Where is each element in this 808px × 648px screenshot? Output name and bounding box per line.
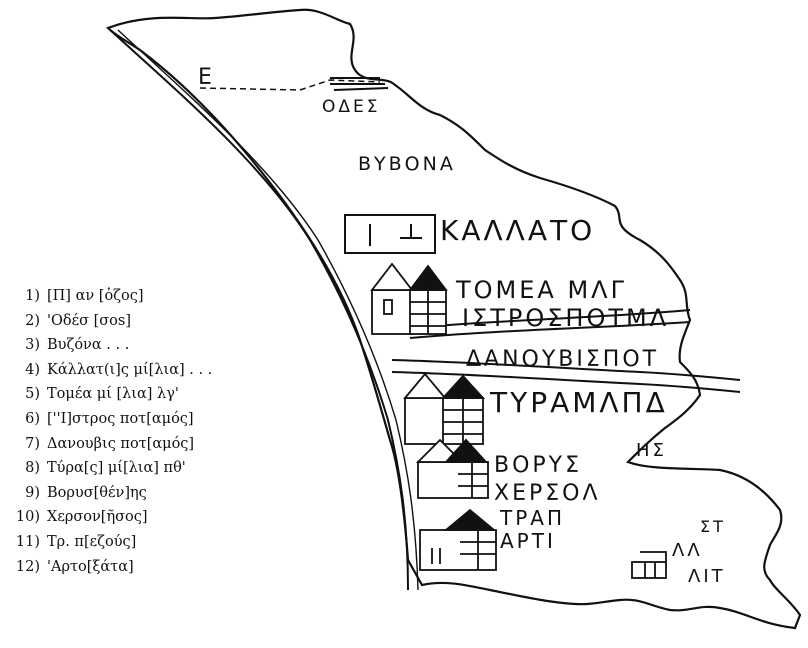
road-hatch [330, 77, 389, 91]
label-lai: ΛΛ [672, 540, 703, 561]
legend-item: 5) Τομέα μί [λια] λγ' [8, 382, 258, 407]
legend-item-number: 1) [25, 288, 40, 304]
legend-list: 1) [Π] αν [ὀζος] 2) 'Οδέσ [σοs] 3) Βυζόνα . .… [8, 284, 258, 579]
legend-item-number: 11) [15, 533, 40, 550]
tyra-building-icon [403, 372, 486, 445]
coast-border-outer [107, 27, 409, 591]
legend-item-text: Τομέα μί [λια] λγ' [47, 386, 179, 403]
legend-item: 6) [''Ι]στρος ποτ[αμός] [8, 407, 258, 432]
label-trap: ΤΡΑΠ [499, 506, 565, 530]
legend-item-number: 5) [25, 386, 40, 403]
label-tyra: ΤΥΡΑΜΛΠΔ [489, 386, 668, 419]
label-istros: ΙΣΤΡΟΣΠΟΤΜΛ [462, 304, 669, 332]
legend-item-number: 9) [25, 484, 40, 501]
label-hs: ΗΣ [636, 440, 667, 461]
legend-item-number: 10) [15, 509, 40, 526]
legend-item: 4) Κάλλατ(ι]ς μί[λια] . . . [8, 358, 258, 383]
label-odes: ΟΔΕΣ [322, 97, 381, 117]
label-cherso: ΧΕΡΣΟΛ [494, 481, 601, 506]
legend-item-text: Κάλλατ(ι]ς μί[λια] . . . [47, 361, 213, 378]
legend-item-text: Βορυσ[θέν]ης [47, 484, 147, 501]
tomea-building-icon [370, 262, 448, 335]
legend-item: 8) Τύρα[ς] μί[λια] πθ' [8, 456, 258, 481]
legend-item-number: 8) [25, 460, 40, 477]
legend-item-text: Δανουβις ποτ[αμός] [47, 435, 195, 452]
legend-item-text: Τρ. π[εζούς] [47, 533, 137, 550]
legend-item-text: Χερσον[ῆσος] [47, 509, 148, 526]
legend-item-number: 12) [15, 558, 40, 575]
legend-item: 10) Χερσον[ῆσος] [8, 505, 258, 530]
road-line [199, 79, 381, 91]
legend-item-text: Τύρα[ς] μί[λια] πθ' [47, 460, 186, 477]
legend-item: 3) Βυζόνα . . . [8, 333, 258, 358]
label-kallat: ΚΑΛΛΑΤΟ [440, 214, 595, 247]
label-danoubis: ΔΑΝΟΥΒΙΣΠΟΤ [466, 347, 659, 372]
legend-item-text: [Π] αν [ὀζος] [47, 288, 144, 304]
artoxata-building-icon [419, 508, 497, 571]
legend-item-text: Βυζόνα . . . [47, 337, 130, 354]
road-symbol: Ε [198, 65, 215, 90]
legend-item-text: 'Αρτο[ξάτα] [47, 558, 134, 575]
legend-item-text: 'Οδέσ [σοs] [47, 312, 132, 329]
legend-item: 9) Βορυσ[θέν]ης [8, 481, 258, 506]
kallatis-station-icon [344, 214, 436, 254]
label-borys: ΒΟΡΥΣ [494, 453, 582, 478]
coast-border-inner [117, 29, 419, 591]
legend-item-number: 4) [25, 361, 40, 378]
legend-item: 7) Δανουβις ποτ[αμός] [8, 432, 258, 457]
legend-item-number: 3) [25, 337, 40, 354]
danoubis-river-band [391, 359, 741, 393]
label-tomea: ΤΟΜΕΑ ΜΛΓ [455, 276, 627, 304]
label-arti: ΑΡΤΙ [500, 529, 556, 553]
legend-item: 11) Τρ. π[εζούς] [8, 530, 258, 555]
small-station-icon [631, 551, 667, 579]
label-st: ΣΤ [700, 517, 726, 536]
legend-item: 12) 'Αρτο[ξάτα] [8, 555, 258, 580]
legend-item: 2) 'Οδέσ [σοs] [8, 309, 258, 334]
legend-item-number: 7) [25, 435, 40, 452]
label-lit: ΛΙΤ [688, 566, 726, 587]
label-buzona: ΒΥΒΟΝΑ [358, 153, 456, 175]
legend-item-text: [''Ι]στρος ποτ[αμός] [47, 410, 194, 427]
legend-item: 1) [Π] αν [ὀζος] [8, 284, 258, 309]
fragment-outline [106, 8, 802, 630]
legend-item-number: 6) [25, 410, 40, 427]
legend-item-number: 2) [25, 312, 40, 329]
borysthenes-building-icon [415, 438, 489, 499]
